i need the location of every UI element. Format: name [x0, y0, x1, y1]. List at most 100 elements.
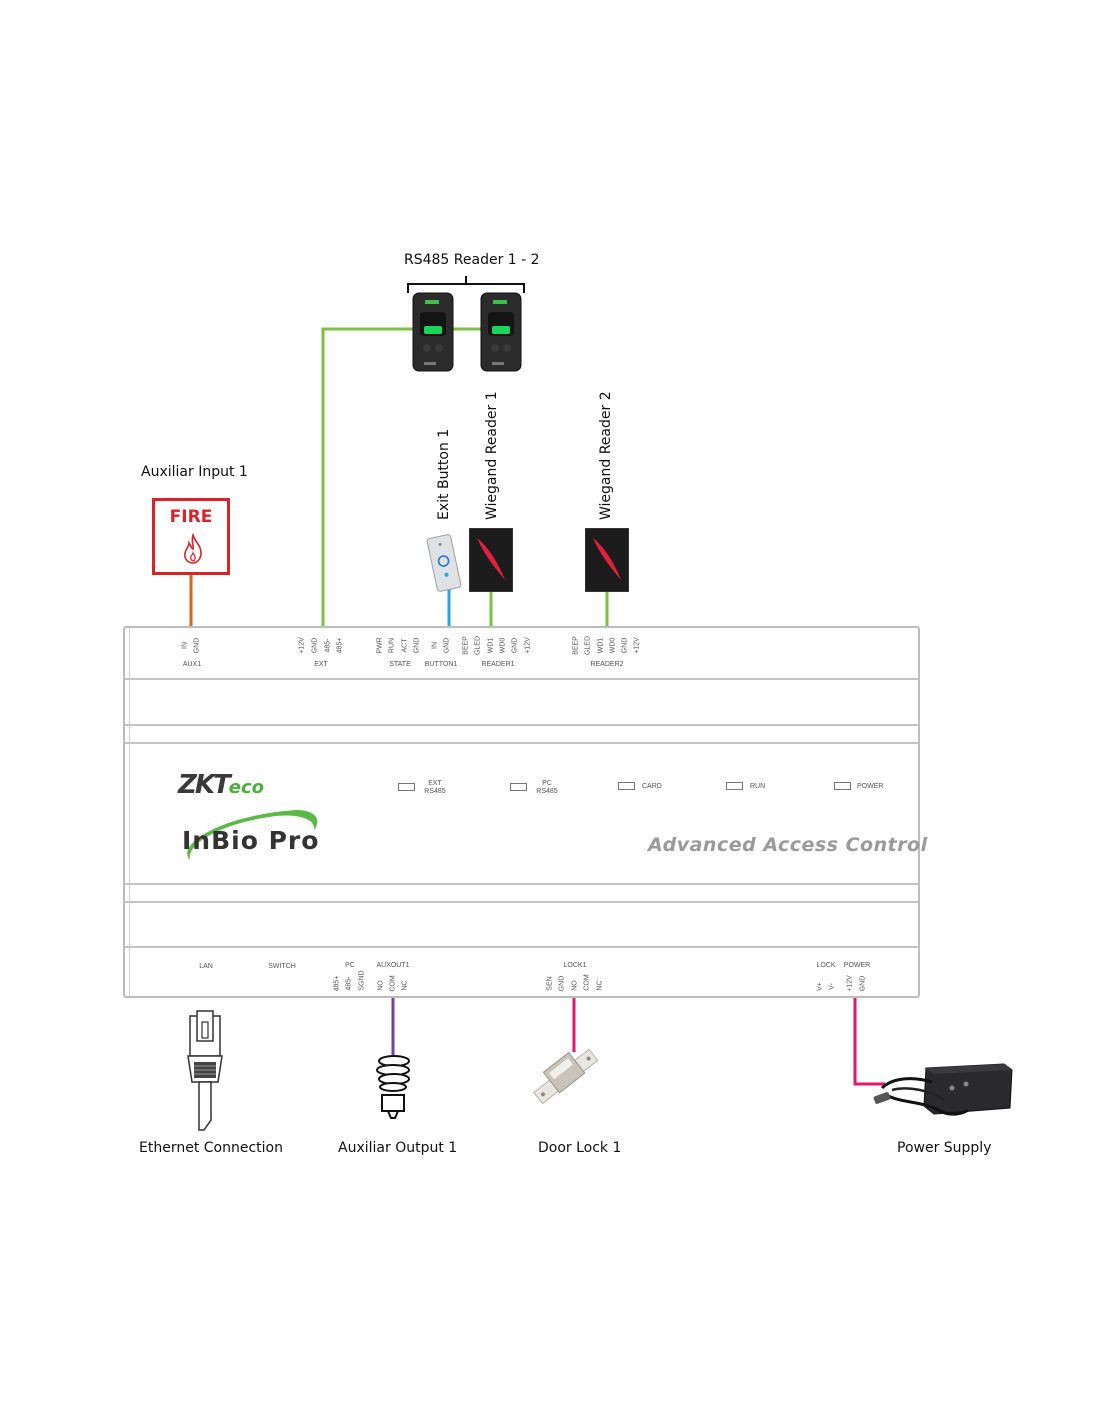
terminal-pin: 485+: [333, 975, 341, 992]
terminal-pin: ACT: [401, 638, 409, 653]
terminal-pin: NC: [596, 980, 604, 991]
terminal-group-label: BUTTON1: [424, 661, 458, 668]
led-label: RUN: [750, 783, 766, 790]
led-power: [834, 782, 851, 790]
terminal-pin: GND: [511, 637, 519, 654]
terminal-pin: COM: [583, 974, 591, 991]
panel-divider: [125, 901, 918, 903]
wiegand-reader-2-icon: [585, 528, 629, 592]
terminal-pin: IN: [181, 642, 189, 649]
door-strike-lock-icon: [533, 1048, 599, 1105]
terminal-pin: +12V: [524, 637, 532, 654]
led-ext-rs485: [398, 783, 415, 791]
terminal-pin: GND: [558, 975, 566, 992]
led-label-line: PC: [542, 780, 552, 787]
terminal-group-label: READER1: [481, 661, 515, 668]
power-adapter-icon: [873, 1063, 1013, 1116]
fingerprint-reader-2-icon: [480, 292, 522, 372]
fire-alarm-sign: FIRE: [152, 498, 230, 575]
terminal-pin: GND: [859, 975, 867, 992]
terminal-pin: GLED: [584, 635, 592, 656]
wiegand-reader-1-icon: [469, 528, 513, 592]
panel-divider: [125, 883, 918, 885]
rs485-wire: [321, 327, 416, 626]
terminal-pin: WD0: [499, 637, 507, 654]
terminal-group-label: LOCK: [816, 962, 836, 969]
terminal-pin: COM: [389, 975, 397, 992]
terminal-group-label: STATE: [389, 661, 411, 668]
panel-divider: [125, 724, 918, 726]
fingerprint-reader-1-icon: [412, 292, 454, 372]
rs485-readers-caption: RS485 Reader 1 - 2: [404, 252, 540, 268]
terminal-pin: BEEP: [572, 636, 580, 655]
wiegand-reader-2-caption: Wiegand Reader 2: [598, 391, 614, 520]
fire-label: FIRE: [169, 507, 213, 527]
zkteco-logo-zk: ZKT: [178, 770, 231, 800]
terminal-group-label: PC: [345, 962, 355, 969]
terminal-pin: WD1: [597, 637, 605, 654]
controller-panel: [123, 626, 920, 998]
terminal-pin: IN: [431, 642, 439, 649]
terminal-pin: SEN: [546, 976, 554, 991]
ethernet-caption: Ethernet Connection: [139, 1140, 283, 1156]
terminal-pin: BEEP: [462, 636, 470, 655]
panel-divider: [125, 678, 918, 680]
terminal-pin: V-: [828, 983, 836, 990]
led-pc-rs485: [510, 783, 527, 791]
led-label-line: RS485: [424, 788, 446, 795]
light-bulb-icon: [376, 1055, 410, 1119]
led-run: [726, 782, 743, 790]
terminal-pin: RUN: [388, 637, 396, 654]
terminal-group-label: POWER: [843, 962, 871, 969]
zkteco-logo-eco: eco: [228, 777, 264, 798]
led-label: POWER: [857, 783, 884, 790]
zkteco-logo: ZKTeco: [178, 770, 264, 800]
ethernet-plug-icon: [187, 1010, 223, 1131]
exit-button-icon: [426, 534, 462, 592]
terminal-pin: GND: [311, 637, 319, 654]
terminal-pin: PWR: [376, 637, 384, 654]
wiegand-reader-1-caption: Wiegand Reader 1: [484, 391, 500, 520]
led-label: PC RS485: [532, 780, 562, 796]
terminal-pin: +12V: [298, 637, 306, 654]
model-logo: InBio Pro: [182, 826, 320, 855]
terminal-pin: V+: [816, 982, 824, 991]
terminal-group-label: SWITCH: [268, 963, 296, 970]
terminal-pin: GND: [621, 637, 629, 654]
terminal-group-label: READER2: [590, 661, 624, 668]
aux-input-caption: Auxiliar Input 1: [141, 464, 248, 480]
terminal-pin: SGND: [358, 970, 366, 991]
terminal-group-label: AUXOUT1: [376, 962, 410, 969]
flame-icon: [184, 533, 202, 564]
led-card: [618, 782, 635, 790]
inbio-swoosh-icon: [187, 810, 318, 860]
led-label: CARD: [642, 783, 662, 790]
terminal-pin: GND: [413, 637, 421, 654]
terminal-pin: 485-: [324, 638, 332, 653]
power-wire: [853, 998, 885, 1086]
aux-output-caption: Auxiliar Output 1: [338, 1140, 458, 1156]
panel-edge: [129, 628, 130, 996]
door-lock-caption: Door Lock 1: [538, 1140, 622, 1156]
terminal-pin: NO: [571, 980, 579, 991]
power-supply-caption: Power Supply: [897, 1140, 992, 1156]
led-label: EXT RS485: [420, 780, 450, 796]
terminal-pin: +12V: [846, 975, 854, 992]
terminal-pin: GND: [443, 637, 451, 654]
terminal-group-label: LAN: [199, 963, 213, 970]
terminal-pin: 485+: [336, 637, 344, 654]
panel-divider: [125, 742, 918, 744]
exit-button-caption: Exit Button 1: [436, 428, 452, 520]
tagline: Advanced Access Control: [648, 834, 928, 856]
terminal-pin: NO: [377, 980, 385, 991]
led-label-line: RS485: [536, 788, 558, 795]
terminal-group-label: EXT: [314, 661, 328, 668]
terminal-pin: 485-: [345, 976, 353, 991]
terminal-pin: +12V: [633, 637, 641, 654]
terminal-pin: WD1: [487, 637, 495, 654]
terminal-pin: GND: [193, 637, 201, 654]
terminal-pin: WD0: [609, 637, 617, 654]
terminal-pin: GLED: [474, 635, 482, 656]
led-label-line: EXT: [428, 780, 442, 787]
